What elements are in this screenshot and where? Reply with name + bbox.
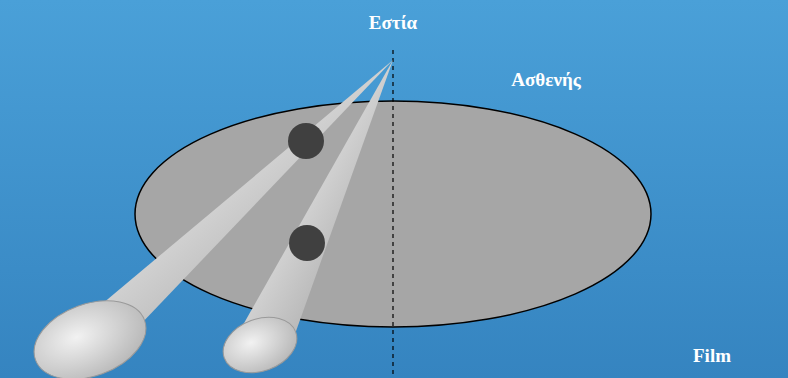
label-text: Ασθενής	[511, 70, 580, 91]
lesion-dot	[289, 225, 325, 261]
beam-cone	[224, 60, 393, 358]
label-text: Film	[693, 346, 731, 367]
central-axis	[392, 50, 393, 378]
beam-base	[23, 286, 157, 378]
lesion-dot	[288, 123, 324, 159]
beam-base	[215, 308, 304, 378]
label-text: Εστία	[369, 13, 417, 34]
